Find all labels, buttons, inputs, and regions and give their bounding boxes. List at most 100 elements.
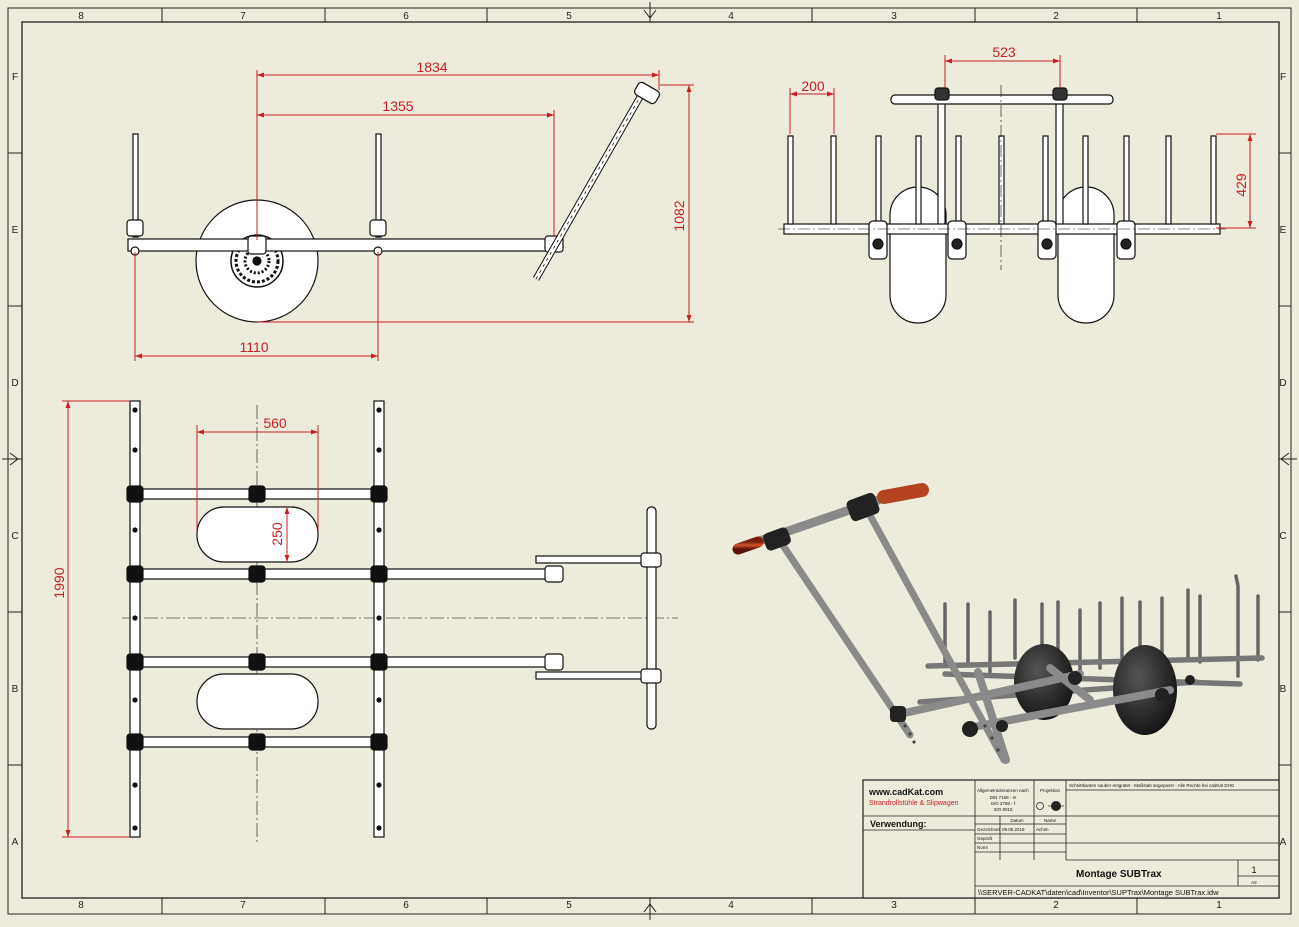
side-handle-grip <box>633 81 661 105</box>
iso-strut-holes <box>903 724 1000 752</box>
row-drawn: Gezeichnet <box>977 827 1001 832</box>
zone-ticks <box>8 8 1291 914</box>
zone-col-label: 7 <box>240 900 246 911</box>
zone-row-label: E <box>12 225 19 236</box>
drawn-name: Achim <box>1036 827 1049 832</box>
date-header: Datum <box>1010 818 1024 823</box>
zone-col-label: 1 <box>1216 900 1222 911</box>
drawn-date: 09.05.2019 <box>1002 827 1025 832</box>
front-wheel <box>1057 186 1115 324</box>
company-tagline: Strandrollstühle & Slipwagen <box>869 800 959 807</box>
front-handle-bar <box>1055 99 1064 229</box>
zone-col-label: 4 <box>728 900 734 911</box>
zone-col-label: 2 <box>1053 11 1059 22</box>
rights-note: Schnittkanten sauber entgratet - Maßstab… <box>1069 783 1235 788</box>
front-handle-cap <box>934 87 950 101</box>
side-wheel-spokes <box>234 238 280 284</box>
iso-joints <box>763 492 1195 737</box>
zone-row-label: C <box>11 531 18 542</box>
iso-wheel-right <box>1113 645 1177 735</box>
side-clamp <box>369 219 387 237</box>
dim-handle-length: 1355 <box>382 98 413 114</box>
zone-row-label: D <box>11 378 18 389</box>
front-handle-bar <box>937 99 946 229</box>
front-crossbar <box>890 94 1114 105</box>
iso-handle-grip-right <box>877 483 929 504</box>
sheet-format: A2 <box>1251 880 1257 885</box>
front-wheel <box>889 186 947 324</box>
side-view-dimensions <box>134 70 694 361</box>
front-view <box>778 85 1226 324</box>
zone-row-label: B <box>12 684 19 695</box>
tolerance-note: Allgemeintoleranzen nach <box>977 788 1029 793</box>
iso-handle-grip-left <box>732 536 764 555</box>
tolerance-line: DIN 7168 - m <box>990 795 1017 800</box>
dim-top-length: 1990 <box>51 567 67 598</box>
zone-col-label: 6 <box>403 11 409 22</box>
dim-height: 1082 <box>671 200 687 231</box>
zone-col-label: 8 <box>78 11 84 22</box>
dim-overall-length: 1834 <box>416 59 447 75</box>
iso-handle-struts <box>774 504 1008 764</box>
side-main-tube <box>127 238 563 252</box>
side-rear-post <box>132 133 139 238</box>
zone-row-label: F <box>12 72 18 83</box>
sheet-number: 1 <box>1251 865 1256 875</box>
zone-col-label: 6 <box>403 900 409 911</box>
front-clamp-bolts <box>872 238 1132 250</box>
dim-handle-spacing: 523 <box>992 44 1016 60</box>
zone-col-label: 1 <box>1216 11 1222 22</box>
dim-label-bg <box>410 59 454 74</box>
dim-post-height: 429 <box>1233 173 1249 197</box>
zone-col-label: 5 <box>566 11 572 22</box>
side-wheel-axle <box>252 256 262 266</box>
side-view <box>126 81 661 323</box>
dim-label-bg <box>376 98 420 113</box>
zone-col-label: 3 <box>891 11 897 22</box>
zone-row-label: C <box>1279 531 1286 542</box>
projection-label: Projektion <box>1040 788 1061 793</box>
top-rail-holes <box>132 407 382 831</box>
zone-row-label: D <box>1279 378 1286 389</box>
zone-row-label: F <box>1280 72 1286 83</box>
title-block: www.cadKat.com Strandrollstühle & Slipwa… <box>862 779 1280 899</box>
tolerance-line: ISO 2768 - f <box>991 801 1016 806</box>
name-header: Name <box>1044 818 1057 823</box>
side-handle-holes <box>535 89 645 280</box>
isometric-view <box>732 483 1265 764</box>
tolerance-line: ISO 8015 <box>993 807 1013 812</box>
row-checked: Geprüft <box>977 836 993 841</box>
side-clamp <box>126 219 144 237</box>
zone-col-label: 2 <box>1053 900 1059 911</box>
file-path: \\SERVER-CADKAT\daten\cad\Inventor\SUPTr… <box>978 888 1219 897</box>
front-handle-cap <box>1052 87 1068 101</box>
projection-symbol-cone <box>1036 802 1044 810</box>
front-view-dimensions <box>789 55 1256 229</box>
drawing-title: Montage SUBTrax <box>1076 869 1162 880</box>
zone-col-label: 8 <box>78 900 84 911</box>
top-view <box>122 400 678 842</box>
zone-row-label: A <box>1280 837 1287 848</box>
dim-wheel-slot-height: 250 <box>269 522 285 546</box>
side-front-post <box>375 133 382 238</box>
dim-wheel-slot-width: 560 <box>263 415 287 431</box>
zone-row-label: B <box>1280 684 1287 695</box>
top-view-dimensions <box>62 400 319 838</box>
front-posts <box>787 135 1217 225</box>
dim-post-spacing: 200 <box>801 78 825 94</box>
zone-labels: 8 7 6 5 4 3 2 1 8 7 6 5 4 3 2 1 F E D C … <box>11 11 1286 911</box>
usage-label: Verwendung: <box>870 819 927 829</box>
top-handle-assembly <box>535 506 662 730</box>
zone-col-label: 5 <box>566 900 572 911</box>
top-wheel <box>196 506 319 563</box>
zone-col-label: 3 <box>891 900 897 911</box>
zone-row-label: A <box>12 837 19 848</box>
zone-col-label: 4 <box>728 11 734 22</box>
dim-wheelbase: 1110 <box>239 339 268 355</box>
row-norm: Norm <box>977 845 988 850</box>
zone-col-label: 7 <box>240 11 246 22</box>
zone-row-label: E <box>1280 225 1287 236</box>
